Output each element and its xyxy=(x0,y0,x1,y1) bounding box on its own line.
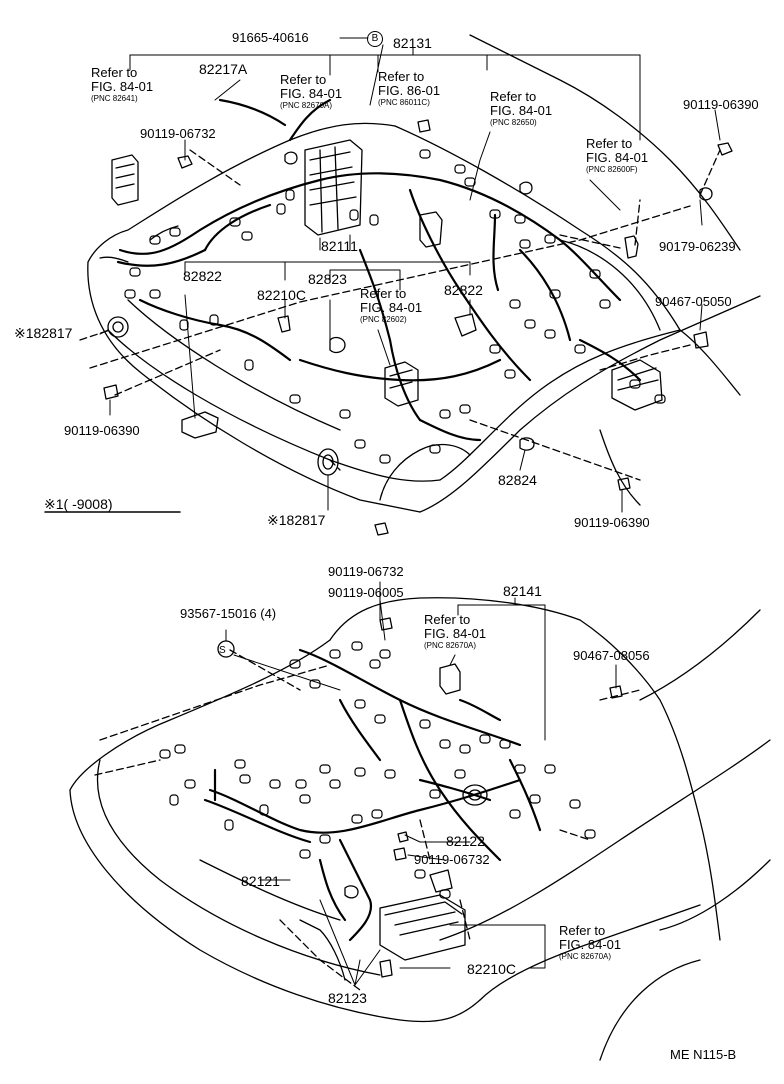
lower-car-body-outline xyxy=(69,597,771,1061)
reference-pnc-82650: Refer to FIG. 84-01 (PNC 82650) xyxy=(490,89,553,128)
part-number-93567-15016: 93567-15016 (4) xyxy=(180,606,277,621)
part-number-90119-06005: 90119-06005 xyxy=(328,585,404,600)
part-number-90179-06239: 90179-06239 xyxy=(659,239,736,254)
reference-pnc-82670a-middle: Refer to FIG. 84-01 (PNC 82670A) xyxy=(424,612,487,651)
lower-harness-bundles xyxy=(203,648,542,942)
part-number-82822-right: 82822 xyxy=(444,282,483,298)
symbol-b: B xyxy=(367,31,383,47)
part-number-82210c-bottom: 82210C xyxy=(467,961,517,977)
part-number-82122: 82122 xyxy=(446,833,485,849)
lower-leader-lines xyxy=(94,649,641,991)
lower-label-leaders xyxy=(225,581,617,986)
part-number-90119-06732-bottom: 90119-06732 xyxy=(414,852,490,867)
reference-pnc-82600f: Refer to FIG. 84-01 (PNC 82600F) xyxy=(586,136,649,175)
part-number-90467-05050: 90467-05050 xyxy=(655,294,732,309)
part-number-90119-06390-top-right: 90119-06390 xyxy=(683,97,759,112)
part-number-82131: 82131 xyxy=(393,35,432,51)
upper-label-leaders xyxy=(99,37,721,513)
reference-pnc-82602: Refer to FIG. 84-01 (PNC 82602) xyxy=(360,286,423,325)
part-number-90119-06732-top-left: 90119-06732 xyxy=(140,126,216,141)
part-number-90467-08056: 90467-08056 xyxy=(573,648,650,663)
upper-leader-lines xyxy=(79,149,721,481)
part-number-82817-center: ※182817 xyxy=(267,512,326,528)
reference-pnc-82641: Refer to FIG. 84-01 (PNC 82641) xyxy=(91,65,154,104)
lower-connectors xyxy=(159,641,596,899)
upper-components xyxy=(103,119,733,536)
reference-pnc-82670a-top: Refer to FIG. 84-01 (PNC 82670A) xyxy=(280,72,343,111)
symbol-s: S xyxy=(219,645,226,656)
part-number-82123: 82123 xyxy=(328,990,367,1006)
upper-car-body-outline xyxy=(87,34,761,513)
part-number-82823: 82823 xyxy=(308,271,347,287)
part-number-82141: 82141 xyxy=(503,583,542,599)
part-number-82210c-top: 82210C xyxy=(257,287,307,303)
part-number-82111: 82111 xyxy=(321,238,358,254)
part-number-82817-left: ※182817 xyxy=(14,325,73,341)
part-number-90119-06732-middle: 90119-06732 xyxy=(328,564,404,579)
part-number-90119-06390-left: 90119-06390 xyxy=(64,423,140,438)
part-number-82822-left: 82822 xyxy=(183,268,222,284)
reference-pnc-86011c: Refer to FIG. 86-01 (PNC 86011C) xyxy=(378,69,441,108)
part-number-90119-06390-right: 90119-06390 xyxy=(574,515,650,530)
reference-pnc-82670a-bottom: Refer to FIG. 84-01 (PNC 82670A) xyxy=(559,923,622,962)
part-number-82824: 82824 xyxy=(498,472,537,488)
part-number-82121: 82121 xyxy=(241,873,280,889)
note-serial-range: ※1( -9008) xyxy=(44,496,113,512)
part-number-91665-40616: 91665-40616 xyxy=(232,30,309,45)
lower-components xyxy=(217,617,623,978)
part-number-82217a: 82217A xyxy=(199,61,248,77)
figure-code: ME N115-B xyxy=(670,1047,737,1062)
